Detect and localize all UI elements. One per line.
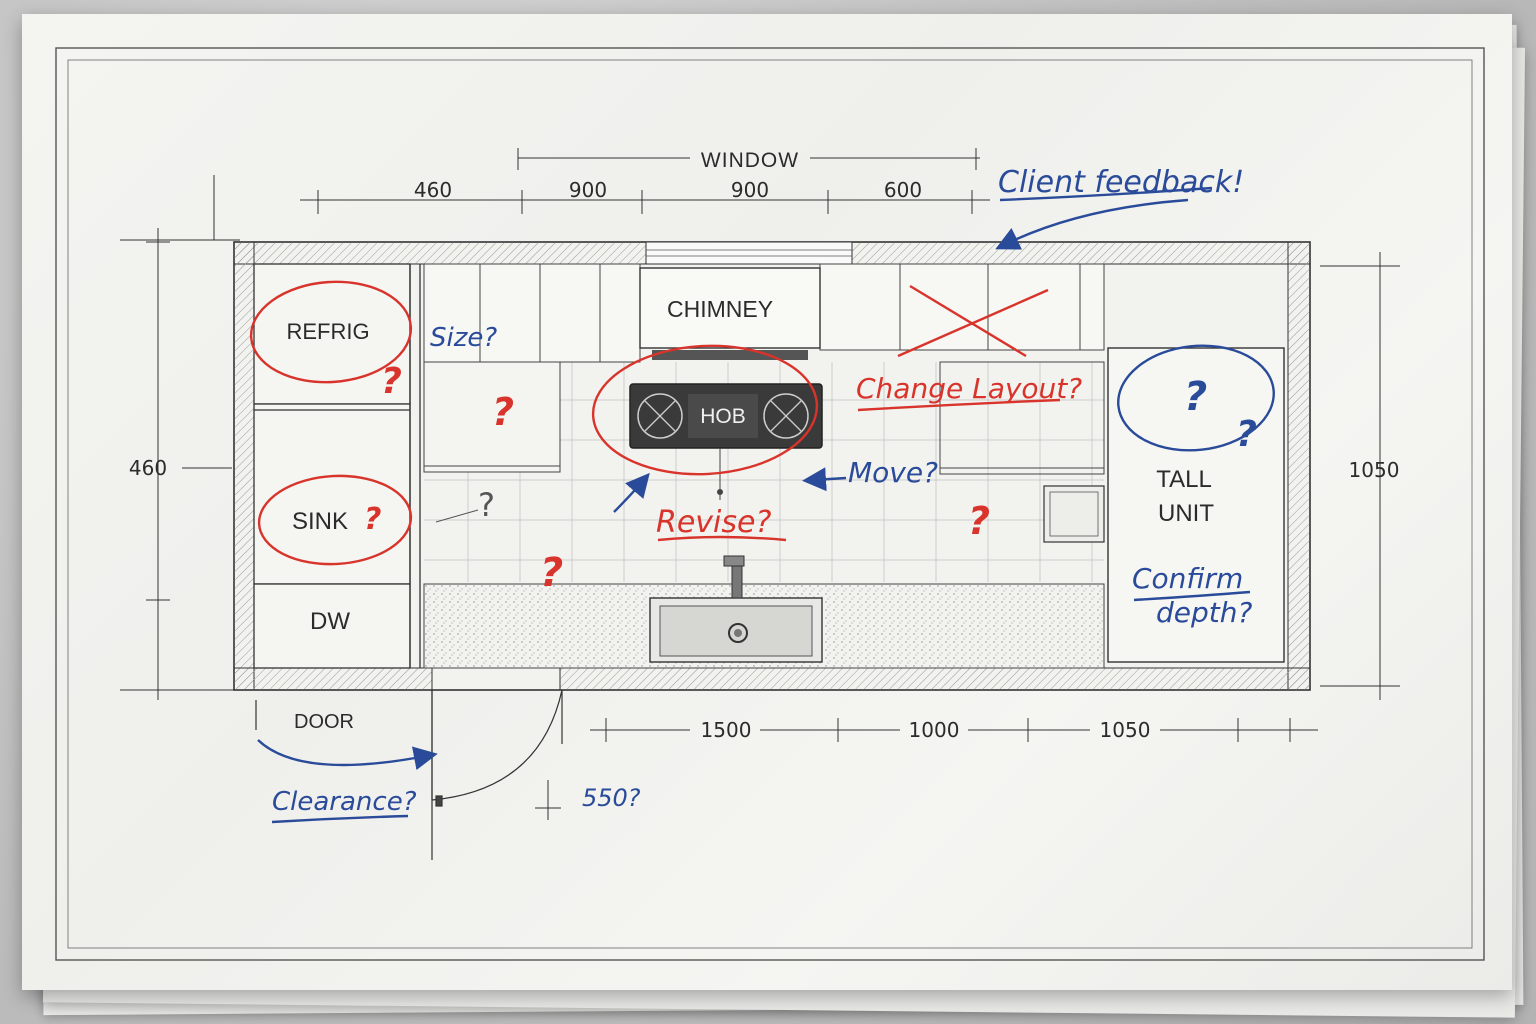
left-dimension-line	[120, 228, 240, 700]
top-dimension-lines	[213, 148, 990, 240]
revise-note: Revise?	[656, 505, 771, 540]
inner-border	[67, 59, 1473, 949]
tall-unit-label-line1: TALL	[1156, 466, 1212, 493]
tall-unit-label-line2: UNIT	[1158, 500, 1214, 527]
move-note: Move?	[848, 456, 938, 489]
dim-bottom-1500: 1500	[701, 718, 752, 742]
confirm-depth-note-line2: depth?	[1156, 596, 1252, 629]
dw-label: DW	[310, 608, 350, 635]
door-label: DOOR	[294, 711, 354, 733]
confirm-depth-note-line1: Confirm	[1132, 562, 1243, 595]
tall-unit-question-1: ?	[1184, 374, 1207, 420]
change-layout-note: Change Layout?	[856, 372, 1082, 405]
upper-cabinets	[423, 263, 1105, 363]
side-cabinet-inner	[1049, 491, 1099, 537]
left-units	[253, 263, 421, 669]
refrig-question: ?	[381, 361, 402, 402]
right-dimension-line	[1320, 252, 1400, 700]
door-swing	[255, 689, 563, 860]
backsplash-question: ?	[492, 390, 514, 434]
hob	[629, 383, 823, 449]
blue-annotation-strokes	[257, 186, 1275, 824]
size-note: Size?	[430, 323, 497, 353]
chimney-label: CHIMNEY	[667, 296, 773, 322]
sink-pencil-leader	[435, 509, 479, 523]
sink-basin	[649, 555, 823, 663]
dim-bottom-1000: 1000	[909, 718, 960, 742]
sink-question: ?	[364, 502, 381, 537]
bottom-dimension-line	[535, 718, 1318, 820]
sink-pencil-question: ?	[478, 486, 495, 524]
red-annotation-strokes	[249, 280, 1061, 566]
outer-border	[55, 47, 1485, 961]
dim-top-600: 600	[884, 178, 922, 202]
clearance-note: Clearance?	[272, 787, 417, 817]
hob-label: HOB	[700, 405, 746, 428]
hob-center-mark	[717, 489, 723, 495]
window-label: WINDOW	[701, 149, 799, 172]
chimney-base	[652, 350, 808, 360]
floor-question: ?	[968, 499, 990, 543]
counter-question: ?	[540, 550, 563, 596]
dim-bottom-1050: 1050	[1100, 718, 1151, 742]
sink-label: SINK	[292, 508, 348, 535]
client-feedback-note: Client feedback!	[998, 165, 1244, 200]
dim-top-900-b: 900	[731, 178, 769, 202]
tall-unit	[1107, 347, 1285, 663]
side-cabinet	[1043, 485, 1105, 543]
dim-top-900-a: 900	[569, 178, 607, 202]
dim-550-note: 550?	[582, 784, 641, 812]
chimney	[639, 267, 821, 349]
refrig-label: REFRIG	[286, 319, 369, 344]
dim-top-460: 460	[414, 178, 452, 202]
dim-left-460: 460	[129, 456, 167, 480]
tall-unit-question-2: ?	[1236, 414, 1257, 455]
dim-right-1050: 1050	[1349, 458, 1400, 482]
